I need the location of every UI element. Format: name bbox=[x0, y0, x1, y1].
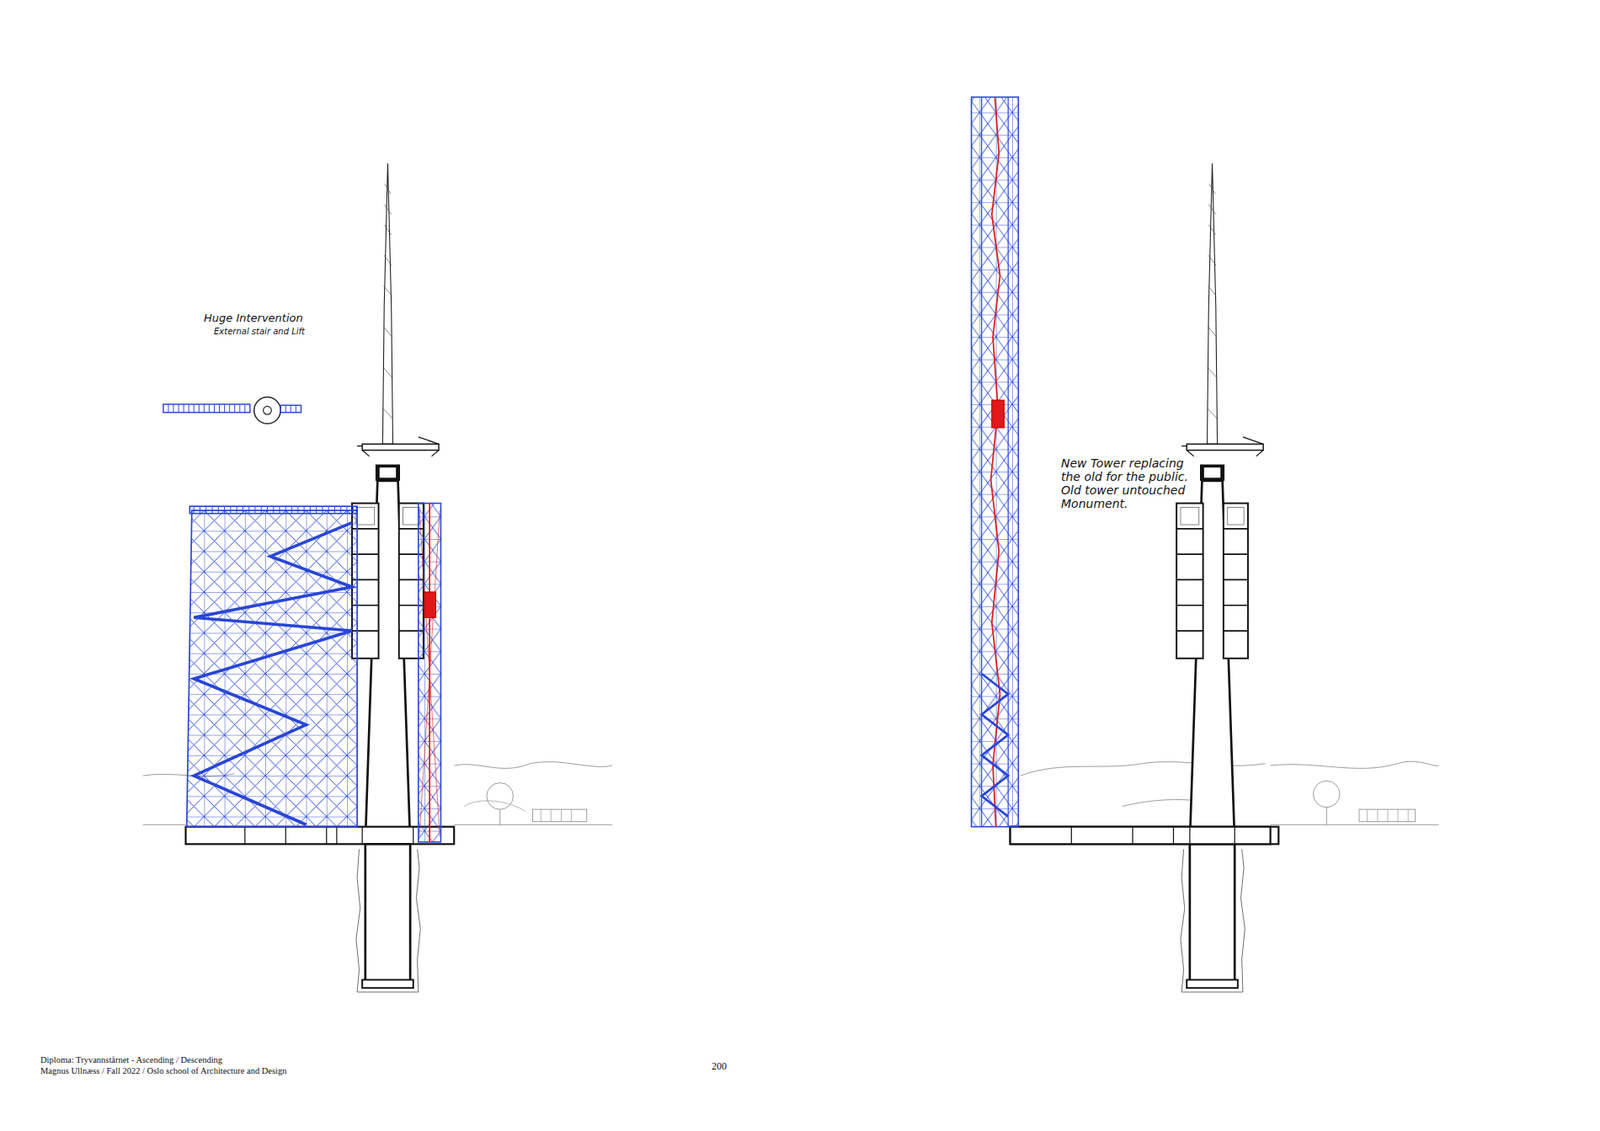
handwritten-note: New Tower replacing the old for the publ… bbox=[1061, 456, 1192, 511]
handwritten-note: Huge Intervention bbox=[203, 311, 304, 325]
footer-text: Magnus Ullnæss / Fall 2022 / Oslo school… bbox=[40, 1066, 288, 1076]
handwritten-note: External stair and Lift bbox=[213, 326, 305, 336]
right-section bbox=[971, 96, 1440, 992]
footer-text: Diploma: Tryvannstårnet - Ascending / De… bbox=[40, 1055, 223, 1065]
page-number: 200 bbox=[711, 1060, 727, 1073]
left-section bbox=[143, 163, 613, 992]
